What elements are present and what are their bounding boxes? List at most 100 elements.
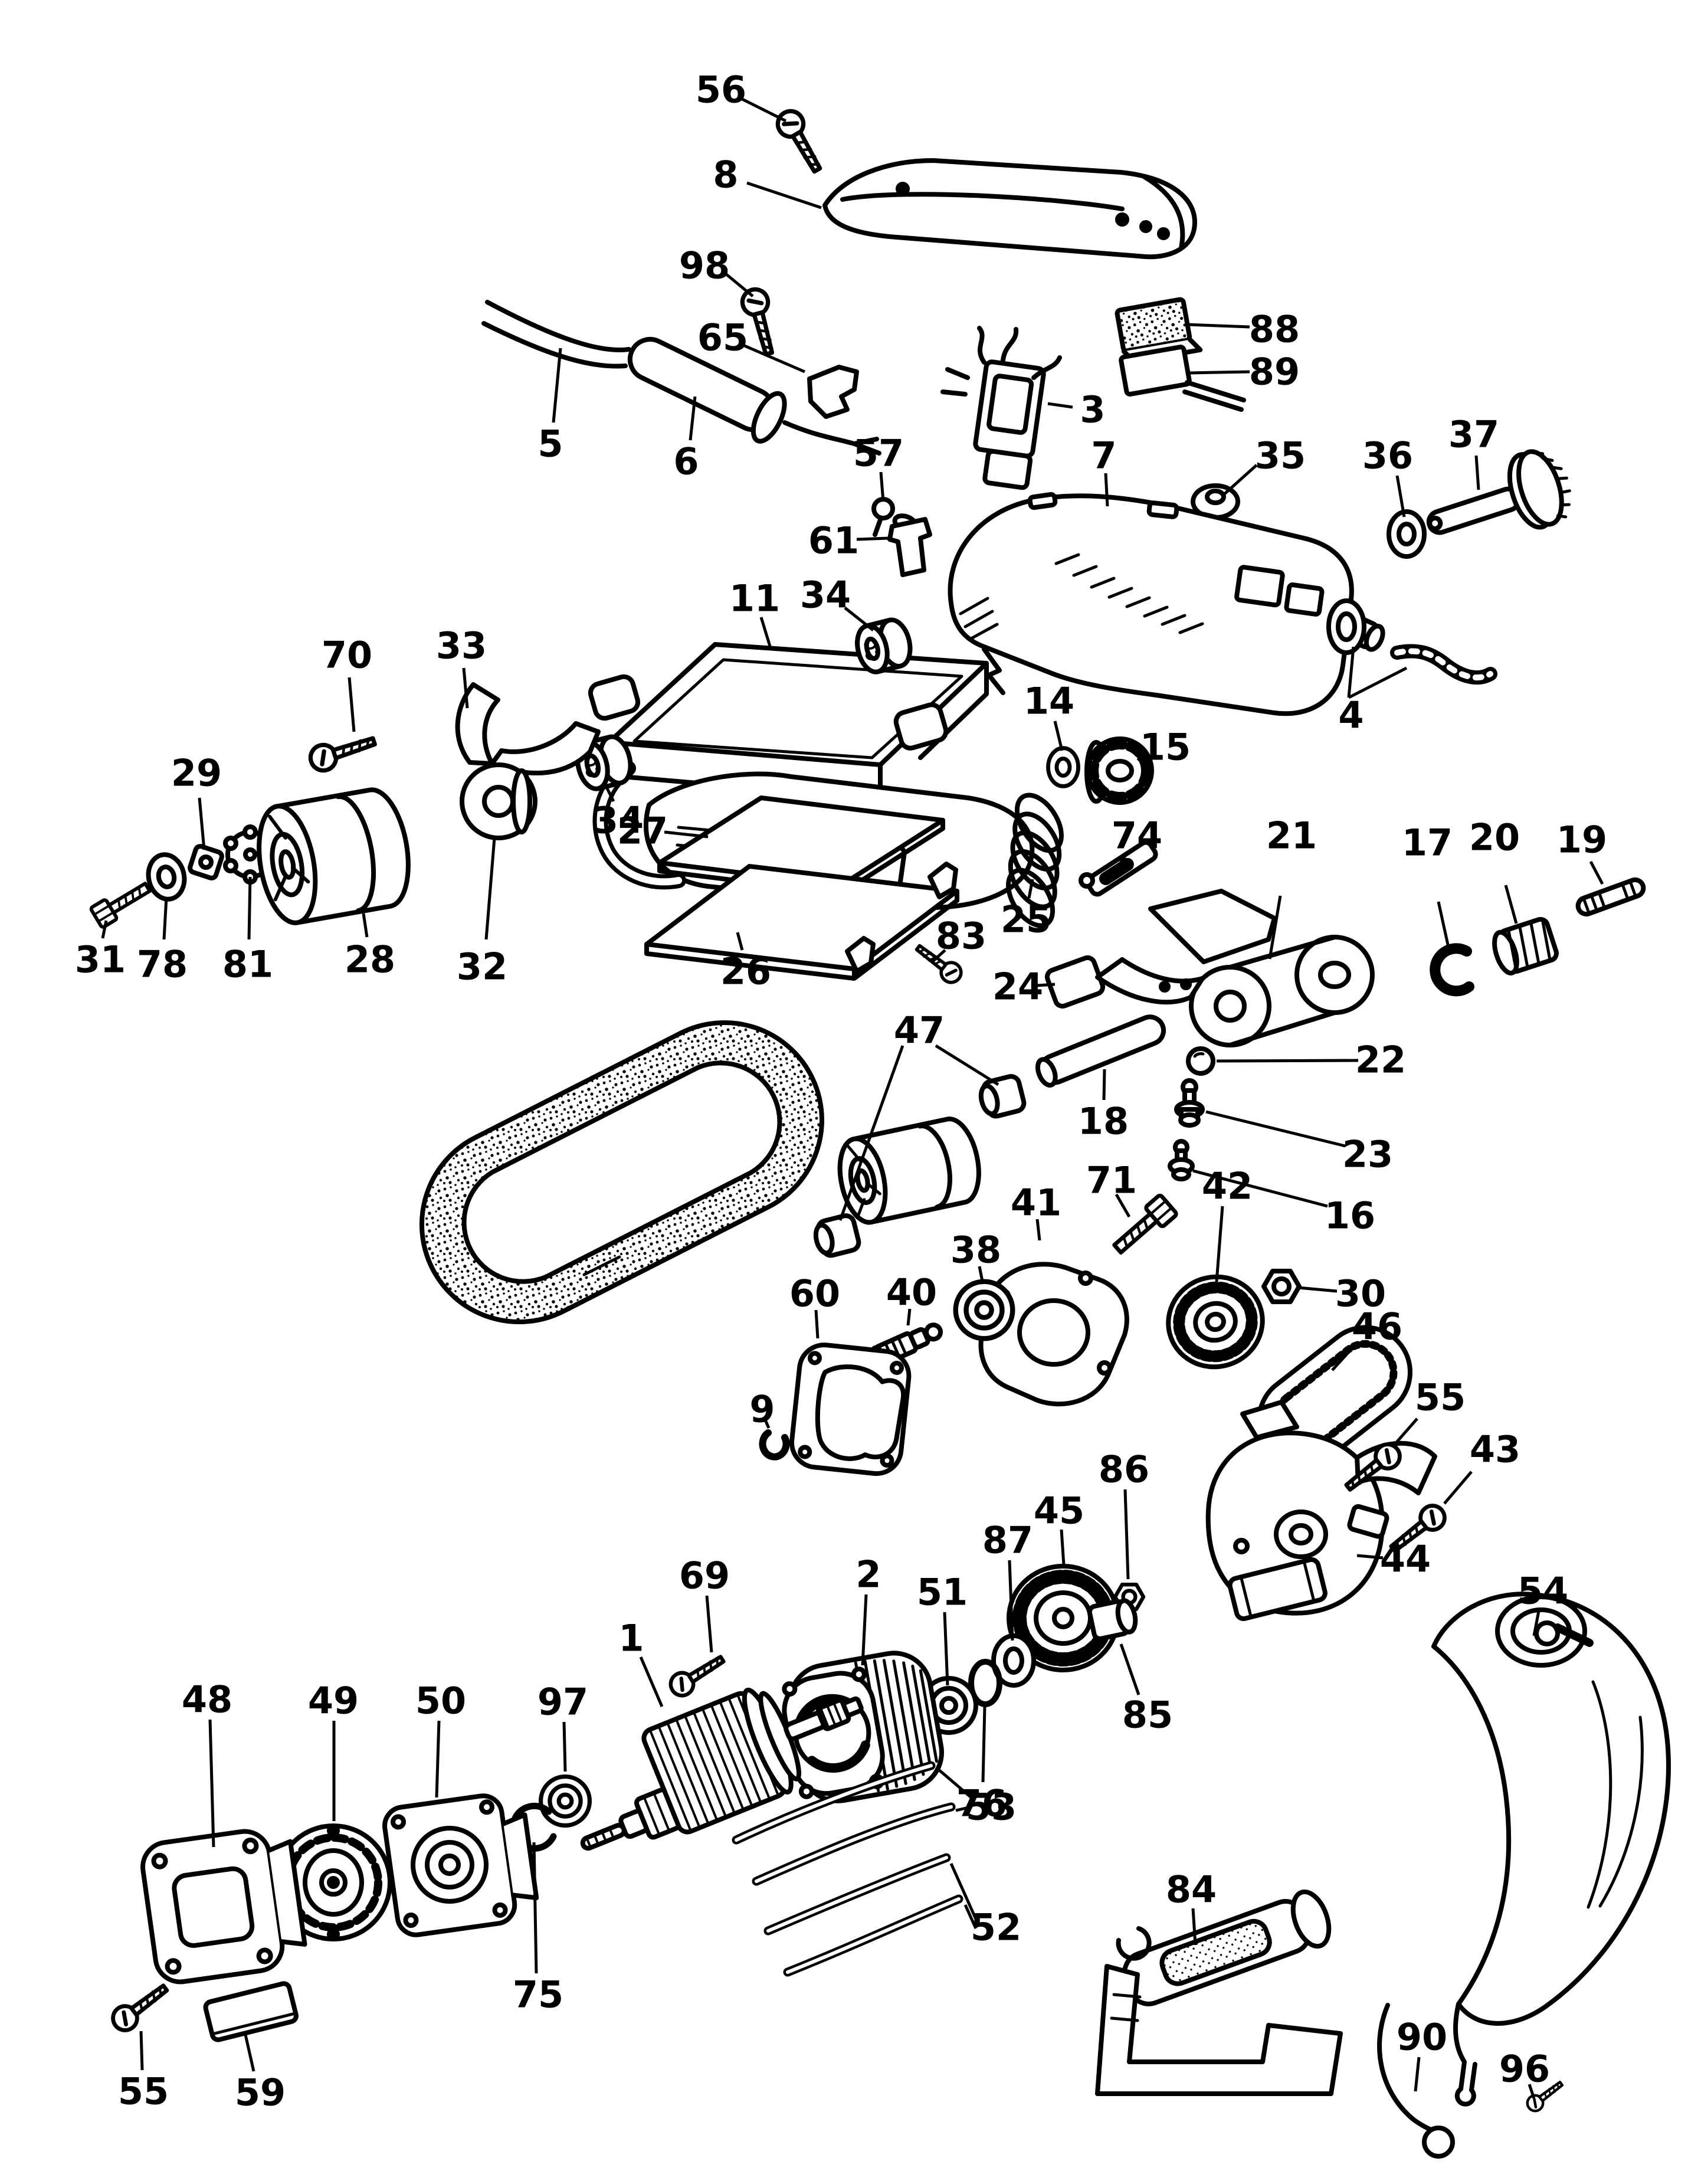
part-label-85: 85 (1122, 1694, 1173, 1737)
part-label-70: 70 (322, 634, 372, 677)
pulley-bolt-71 (1109, 1194, 1178, 1259)
part-label-49: 49 (308, 1679, 359, 1723)
leader-line-60 (814, 1309, 820, 1339)
idler-flange-32 (460, 762, 537, 840)
part-label-98: 98 (679, 244, 730, 287)
part-label-57: 57 (853, 432, 904, 475)
leader-line-74 (1116, 852, 1129, 869)
part-label-87: 87 (982, 1519, 1033, 1562)
leader-line-23 (1205, 1110, 1346, 1148)
leader-line-8 (746, 181, 822, 209)
leader-line-9 (763, 1417, 771, 1429)
field-coil (782, 1651, 945, 1803)
ball-bearing-97 (541, 1777, 590, 1826)
part-label-19: 19 (1556, 818, 1607, 862)
leader-line-7 (1104, 473, 1109, 507)
gear-housing-44 (1205, 1400, 1437, 1622)
leader-line-75 (532, 1842, 538, 1974)
part-label-4: 4 (1338, 694, 1363, 737)
leader-line-1 (639, 1656, 664, 1707)
part-label-18: 18 (1078, 1100, 1129, 1143)
leader-line-22 (1216, 1059, 1359, 1063)
part-label-51: 51 (917, 1571, 968, 1614)
leader-line-20 (1504, 885, 1518, 924)
cord-loop-90 (1377, 2003, 1455, 2159)
part-label-81: 81 (222, 943, 273, 986)
e-clip-17 (1430, 943, 1474, 997)
part-label-15: 15 (1140, 726, 1191, 769)
part-label-42: 42 (1202, 1165, 1253, 1208)
leader-line-29 (198, 797, 206, 850)
part-label-74: 74 (1112, 814, 1162, 857)
leader-line-34 (604, 784, 615, 803)
leader-line-47 (838, 1045, 904, 1221)
part-label-55: 55 (118, 2070, 169, 2113)
top-handle-part (822, 158, 1197, 260)
base-plate-26 (644, 862, 959, 981)
leader-line-61 (856, 536, 889, 541)
flat-bar-74 (1079, 840, 1158, 897)
brush-rods-53 (732, 1761, 956, 1886)
spring-coupler-20 (1492, 916, 1559, 975)
leader-line-3 (1047, 402, 1073, 409)
part-label-23: 23 (1342, 1133, 1393, 1176)
tension-spring (1006, 793, 1064, 928)
leader-line-96 (1528, 2084, 1536, 2099)
leader-line-43 (1443, 1471, 1473, 1505)
part-label-22: 22 (1355, 1039, 1406, 1082)
switch (940, 326, 1062, 490)
leader-line-84 (1191, 1908, 1197, 1946)
leader-line-76 (981, 1706, 986, 1783)
shoulder-screw-23 (1174, 1078, 1205, 1128)
leader-line-55 (1391, 1417, 1418, 1448)
part-label-59: 59 (235, 2071, 286, 2114)
leader-line-41 (1035, 1219, 1041, 1241)
leader-line-14 (1053, 721, 1064, 751)
part-label-41: 41 (1011, 1181, 1061, 1224)
leader-line-40 (906, 1308, 912, 1326)
part-label-53: 53 (966, 1786, 1017, 1829)
power-cord (481, 300, 631, 369)
tension-bracket-33 (455, 682, 601, 775)
leader-line-25 (1027, 879, 1034, 899)
part-label-14: 14 (1024, 680, 1074, 723)
frame-pad-left (588, 674, 641, 721)
part-label-30: 30 (1335, 1272, 1386, 1315)
part-label-88: 88 (1249, 308, 1300, 351)
leader-line-55 (139, 2031, 144, 2071)
hex-bolt-31 (90, 877, 153, 928)
felt-pad-59 (203, 1981, 299, 2042)
leader-line-89 (1189, 370, 1250, 375)
leader-line-78 (162, 896, 168, 940)
leader-line-81 (247, 876, 252, 940)
ball-bearing-38 (956, 1282, 1013, 1339)
set-screw-16 (1168, 1139, 1195, 1181)
leader-line-21 (1268, 895, 1282, 960)
leader-line-70 (348, 677, 356, 732)
tracking-knob (1084, 736, 1154, 805)
leader-line-19 (1589, 860, 1604, 885)
part-label-36: 36 (1362, 434, 1413, 477)
leader-line-33 (462, 667, 469, 709)
leader-line-83 (931, 949, 946, 963)
leader-line-16 (1192, 1169, 1328, 1208)
part-label-5: 5 (537, 423, 563, 466)
bearing-housing-50 (382, 1793, 539, 1937)
leader-line-98 (725, 273, 754, 297)
leader-line-48 (208, 1719, 215, 1848)
leader-line-53 (937, 1768, 972, 1799)
drive-pulley-42 (1166, 1274, 1265, 1370)
leader-line-59 (244, 2034, 255, 2072)
leader-line-52 (949, 1862, 978, 1920)
part-label-69: 69 (679, 1554, 730, 1597)
part-label-56: 56 (696, 68, 746, 112)
leader-line-34 (844, 607, 874, 631)
leader-line-27 (664, 830, 709, 839)
gasket-plate-60 (789, 1343, 912, 1476)
leader-line-6 (689, 396, 697, 441)
part-label-84: 84 (1166, 1868, 1217, 1911)
cap-screw-55 (108, 1979, 172, 2035)
part-label-32: 32 (457, 945, 507, 988)
washer-36 (1389, 512, 1424, 556)
